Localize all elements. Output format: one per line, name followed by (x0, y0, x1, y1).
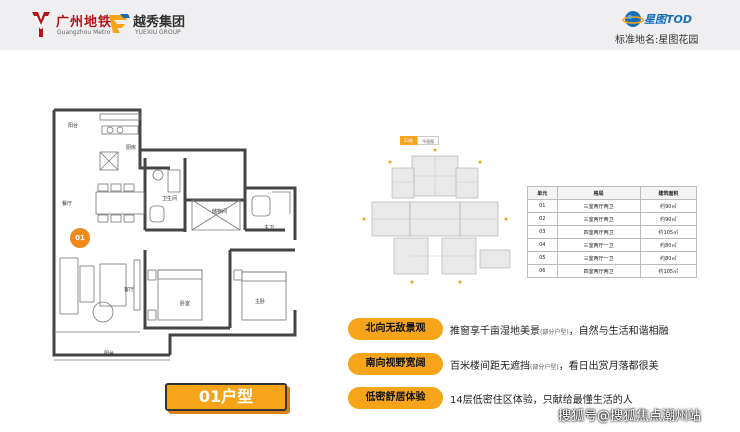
room-dining: 餐厅 (62, 201, 73, 207)
yuexiu-name: 越秀集团 (133, 15, 186, 30)
feature-text: 推窗享千亩湿地美景 (450, 326, 540, 337)
room-balcony-bottom: 阳台 (104, 351, 115, 357)
table-cell: 约80㎡ (639, 251, 698, 265)
standard-name: 标准地名:星图花园 (615, 35, 699, 46)
table-cell: 三室两厅一卫 (556, 251, 641, 265)
table-header-cell: 建筑面积 (639, 186, 698, 200)
table-cell: 04 (527, 238, 558, 252)
plan-tag: 平面图 (417, 136, 440, 145)
feature-description: 百米楼间距无遮挡(部分户型)，看日出赏月落都很美 (450, 357, 659, 372)
room-bathroom: 卫生间 (162, 196, 178, 202)
unit-type-banner: 01户型 (165, 383, 287, 411)
yuexiu-logo-icon (109, 14, 130, 33)
watermark: 搜狐号@搜狐焦点潮州站 (558, 409, 702, 424)
table-cell: 约80㎡ (639, 238, 698, 252)
gzmetro-logo: 广州地铁 Guangzhou Metro (30, 8, 122, 42)
gzmetro-logo-icon (32, 12, 50, 37)
building-number-tag: 23栋 (400, 136, 418, 145)
feature-description: 14层低密住区体验，只献给最懂生活的人 (450, 391, 633, 406)
feature-north-view: 北向无敌景观 推窗享千亩湿地美景(部分户型)，自然与生活和谐相融 (348, 318, 728, 340)
feature-tail: ，看日出赏月落都很美 (558, 361, 659, 372)
table-row: 06 四室两厅两卫 约105㎡ (527, 264, 698, 278)
room-balcony-top: 阳台 (68, 123, 79, 129)
room-master-bedroom: 主卧 (255, 299, 266, 305)
table-cell: 01 (527, 199, 558, 213)
table-cell: 三室两厅一卫 (556, 238, 641, 252)
feature-tail: ，自然与生活和谐相融 (568, 326, 669, 337)
table-cell: 约90㎡ (639, 199, 698, 213)
feature-text: 百米楼间距无遮挡 (450, 361, 530, 372)
gzmetro-name: 广州地铁 (56, 15, 113, 30)
feature-south-view: 南向视野宽阔 百米楼间距无遮挡(部分户型)，看日出赏月落都很美 (348, 353, 728, 375)
floor-plan-drawing (52, 108, 297, 361)
table-cell: 约105㎡ (639, 225, 698, 239)
feature-text: 14层低密住区体验，只献给最懂生活的人 (450, 395, 633, 406)
table-header-cell: 单元 (527, 186, 558, 200)
header-bar: 广州地铁 Guangzhou Metro 越秀集团 YUEXIU GROUP 星… (0, 0, 740, 50)
unit-table: 单元 格局 建筑面积 01 三室两厅两卫 约90㎡ 02 三室两厅两卫 约90㎡… (527, 186, 698, 278)
table-row: 04 三室两厅一卫 约80㎡ (527, 238, 698, 252)
table-cell: 03 (527, 225, 558, 239)
floor-plan: 阳台 厨房 餐厅 卫生间 储物间 主卫 客厅 卧室 主卧 阳台 01 (40, 100, 330, 390)
building-plan-drawing (362, 148, 511, 284)
feature-label: 北向无敌景观 (348, 318, 443, 340)
xingtu-logo: 星图TOD (622, 8, 732, 30)
table-row: 03 四室两厅两卫 约105㎡ (527, 225, 698, 239)
table-cell: 四室两厅两卫 (556, 225, 641, 239)
room-master-bath: 主卫 (264, 225, 275, 231)
table-cell: 05 (527, 251, 558, 265)
feature-label: 南向视野宽阔 (348, 353, 443, 375)
feature-label: 低密舒居体验 (348, 387, 443, 409)
table-cell: 三室两厅两卫 (556, 212, 641, 226)
building-plan-tag: 23栋 平面图 (400, 136, 440, 146)
table-cell: 三室两厅两卫 (556, 199, 641, 213)
xingtu-logo-text: 星图TOD (644, 13, 692, 26)
unit-badge: 01 (70, 228, 90, 248)
table-cell: 06 (527, 264, 558, 278)
table-cell: 约105㎡ (639, 264, 698, 278)
table-cell: 约90㎡ (639, 212, 698, 226)
room-living: 客厅 (124, 287, 135, 293)
feature-description: 推窗享千亩湿地美景(部分户型)，自然与生活和谐相融 (450, 322, 669, 337)
xingtu-logo-icon (622, 11, 644, 27)
yuexiu-name-en: YUEXIU GROUP (135, 29, 181, 36)
table-header-row: 单元 格局 建筑面积 (527, 186, 698, 200)
table-row: 01 三室两厅两卫 约90㎡ (527, 199, 698, 213)
table-cell: 四室两厅两卫 (556, 264, 641, 278)
table-header-cell: 格局 (556, 186, 641, 200)
room-bedroom: 卧室 (180, 301, 191, 307)
room-storage: 储物间 (212, 209, 228, 215)
feature-note: (部分户型) (540, 329, 569, 336)
feature-low-density: 低密舒居体验 14层低密住区体验，只献给最懂生活的人 (348, 387, 728, 409)
gzmetro-name-en: Guangzhou Metro (57, 29, 111, 36)
yuexiu-logo: 越秀集团 YUEXIU GROUP (108, 8, 208, 42)
feature-note: (部分户型) (530, 364, 559, 371)
room-kitchen: 厨房 (126, 145, 137, 151)
table-row: 02 三室两厅两卫 约90㎡ (527, 212, 698, 226)
table-row: 05 三室两厅一卫 约80㎡ (527, 251, 698, 265)
table-cell: 02 (527, 212, 558, 226)
